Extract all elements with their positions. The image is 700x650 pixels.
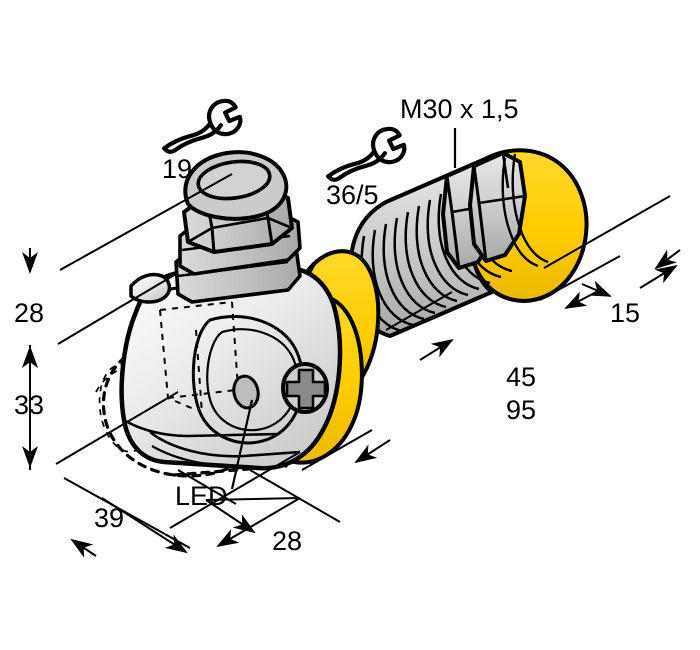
- leader-lines: [230, 128, 457, 490]
- dim-28-width: [205, 497, 301, 548]
- phillips-screw: [281, 362, 329, 414]
- dim-28-width-label: 28: [272, 526, 302, 556]
- dim-45-thread: [419, 289, 601, 361]
- dim-95-total: [354, 264, 678, 464]
- led-label: LED: [175, 481, 228, 511]
- dim-39-depth: [70, 497, 188, 558]
- dim-33-vertical-label: 33: [14, 390, 44, 420]
- dimension-lines: [22, 173, 681, 558]
- dim-95-label: 95: [506, 395, 536, 425]
- wrench-icon: [326, 126, 407, 182]
- dim-39-depth-label: 39: [94, 503, 124, 533]
- cable-gland: [174, 150, 302, 304]
- led-leader: [230, 399, 254, 490]
- wrench-36-5-label: 36/5: [326, 180, 379, 210]
- dim-28-vertical-label: 28: [14, 298, 44, 328]
- wrench-icon: [162, 98, 243, 154]
- dim-15-label: 15: [610, 298, 640, 328]
- extension-lines: [55, 173, 671, 549]
- dim-45-label: 45: [506, 362, 536, 392]
- thread-lead: [501, 153, 549, 268]
- wrench-19-label: 19: [162, 154, 192, 184]
- connector-housing: [119, 265, 364, 471]
- thread-spec-label: M30 x 1,5: [400, 94, 519, 124]
